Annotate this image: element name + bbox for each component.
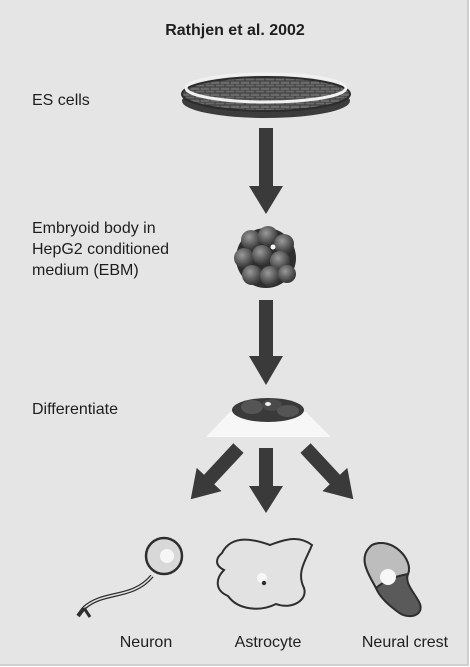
culture-plate-icon	[206, 398, 331, 437]
neural-crest-cell-icon	[365, 543, 421, 616]
arrow-down-icon-2	[249, 300, 283, 385]
arrow-down-icon-3	[249, 448, 283, 513]
astrocyte-icon	[217, 539, 312, 609]
outcome-neural-crest-label: Neural crest	[345, 634, 465, 652]
outcome-neuron-label: Neuron	[86, 634, 206, 652]
embryoid-body-icon	[234, 226, 296, 288]
outcome-astrocyte-label: Astrocyte	[208, 634, 328, 652]
arrow-down-left-icon	[178, 436, 251, 510]
arrow-down-icon-1	[249, 128, 283, 214]
petri-dish-icon	[182, 74, 350, 118]
neuron-icon	[78, 538, 182, 617]
arrow-down-right-icon	[293, 436, 366, 510]
